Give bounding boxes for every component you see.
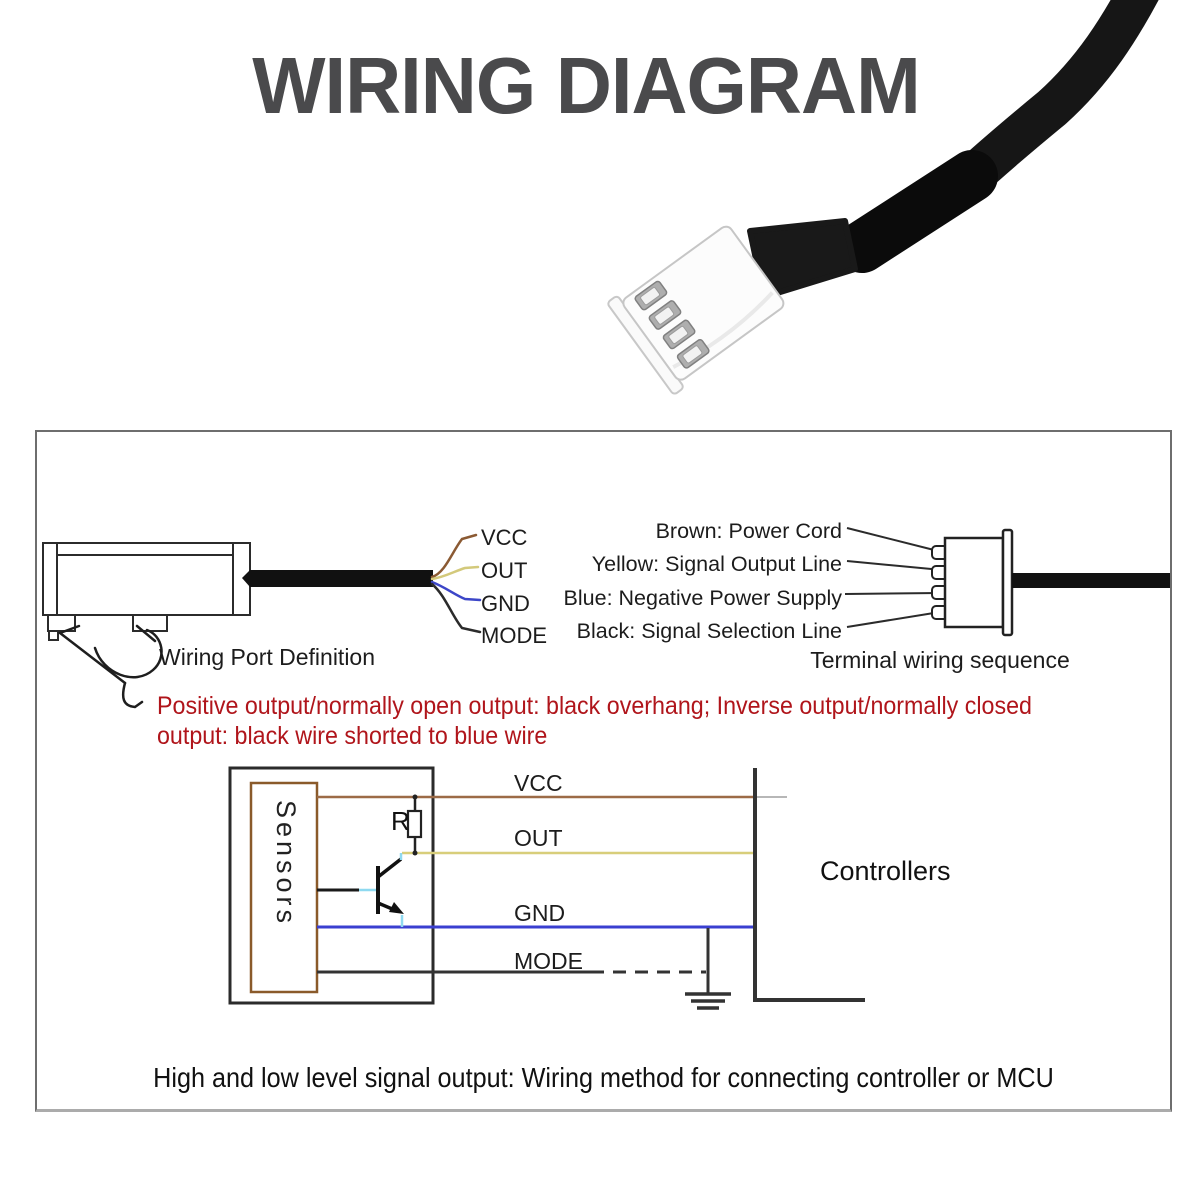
schematic-out-label: OUT bbox=[514, 825, 563, 851]
out-wire bbox=[430, 565, 480, 581]
legend-line-blue: Blue: Negative Power Supply bbox=[563, 585, 842, 610]
vcc-wire bbox=[430, 533, 478, 579]
mode-wire-label: MODE bbox=[481, 623, 547, 648]
legend-line-yellow: Yellow: Signal Output Line bbox=[591, 552, 842, 577]
controller-bracket bbox=[753, 768, 865, 1002]
note-line-1: Positive output/normally open output: bl… bbox=[157, 692, 1032, 720]
wiring-port-definition-label: Wiring Port Definition bbox=[159, 644, 376, 670]
schematic bbox=[228, 766, 865, 1010]
connector-cable-photo bbox=[607, 0, 1159, 395]
ground-symbol bbox=[685, 928, 731, 1010]
sensor-cable bbox=[242, 570, 433, 587]
terminal-connector-drawing bbox=[931, 528, 1014, 637]
out-wire-label: OUT bbox=[481, 558, 528, 583]
mode-wire bbox=[430, 582, 482, 634]
schematic-gnd-label: GND bbox=[514, 900, 566, 926]
page-title: WIRING DIAGRAM bbox=[252, 41, 920, 130]
schematic-vcc-label: VCC bbox=[514, 770, 563, 796]
note-line-2: output: black wire shorted to blue wire bbox=[157, 721, 548, 750]
gnd-wire-label: GND bbox=[481, 591, 530, 616]
terminal-color-legend: Brown: Power Cord Yellow: Signal Output … bbox=[507, 515, 842, 649]
module-outline bbox=[228, 766, 435, 1005]
resistor-r0 bbox=[406, 794, 423, 856]
npn-transistor bbox=[317, 853, 404, 927]
connector-metal-pins bbox=[634, 280, 710, 369]
resistor-label: R bbox=[391, 806, 410, 836]
cable-photo-art bbox=[607, 0, 1159, 395]
terminal-wiring-sequence-label: Terminal wiring sequence bbox=[810, 647, 1070, 673]
terminal-wire bbox=[1012, 573, 1170, 588]
bottom-caption: High and low level signal output: Wiring… bbox=[153, 1062, 1054, 1093]
wire-fan bbox=[430, 533, 482, 634]
sensors-label: Sensors bbox=[271, 800, 301, 928]
gnd-wire bbox=[430, 580, 482, 602]
schematic-mode-label: MODE bbox=[514, 948, 583, 974]
diagram-panel: VCC OUT GND MODE Wiring Port Definition … bbox=[35, 430, 1172, 1112]
sensors-box bbox=[249, 781, 319, 994]
output-mode-note: Positive output/normally open output: bl… bbox=[157, 692, 1032, 751]
diagram-line-art bbox=[42, 527, 1170, 1010]
sensor-device-drawing bbox=[42, 542, 251, 709]
controllers-label: Controllers bbox=[820, 856, 951, 886]
legend-line-black: Black: Signal Selection Line bbox=[576, 619, 842, 644]
white-jst-connector bbox=[607, 225, 785, 395]
mounting-clip-squiggle bbox=[57, 624, 163, 709]
vcc-wire-label: VCC bbox=[481, 525, 528, 550]
terminal-leader-lines bbox=[844, 527, 943, 628]
legend-line-brown: Brown: Power Cord bbox=[655, 519, 842, 543]
